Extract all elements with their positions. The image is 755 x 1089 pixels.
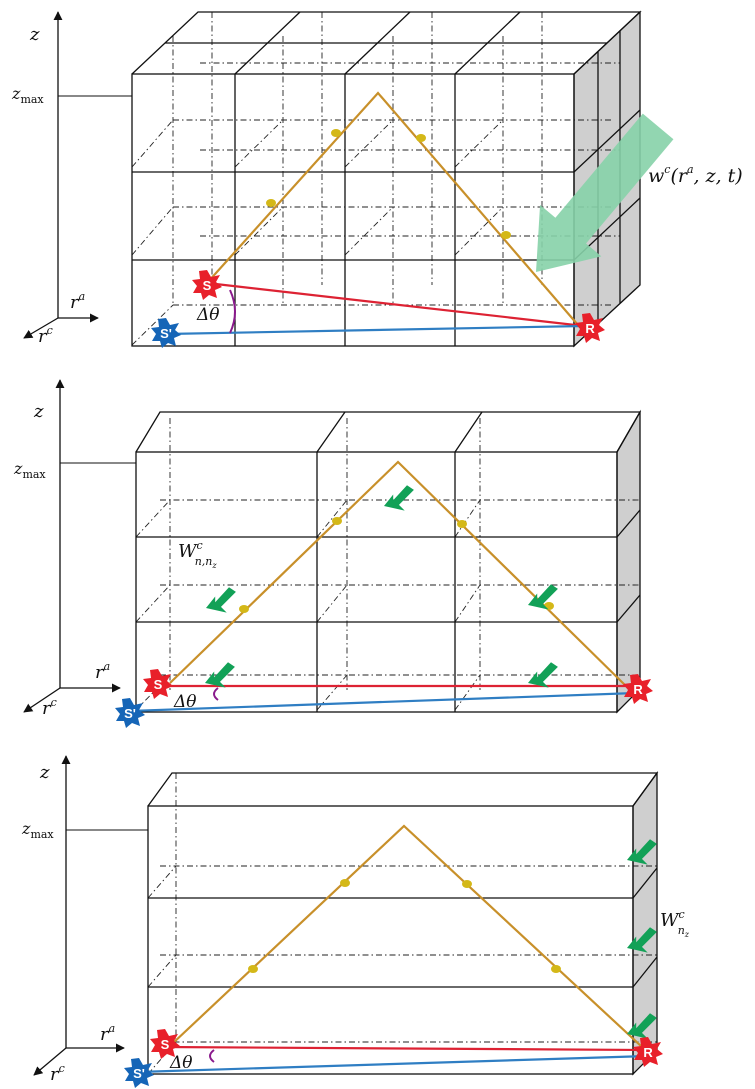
ray-path [171,824,643,1048]
axes-panel-1 [23,11,132,339]
top-face [135,411,642,453]
dtheta-label: Δθ [173,692,197,712]
ra-axis-label: ra [100,1022,115,1045]
panel-2: z ra rc zmax [13,379,653,728]
image-path [129,691,637,713]
receiver-marker: R [575,313,605,343]
hidden-grid-lines [147,773,657,1075]
dtheta-label: Δθ [196,305,220,325]
image-source-marker: S' [151,318,181,348]
svg-text:S: S [203,278,212,293]
rc-axis [23,317,59,339]
front-grid [135,451,618,713]
receiver-marker: R [633,1037,663,1067]
svg-text:S: S [154,677,163,692]
z-axis-label: z [33,401,44,422]
svg-text:R: R [585,321,595,336]
ra-axis-label: ra [70,290,85,313]
panel-1: z ra rc zmax [11,10,743,348]
axes-panel-3 [33,755,148,1076]
image-path [165,324,585,336]
side-face [616,409,641,714]
wind-arrow-cell [206,587,236,613]
source-marker: S [150,1029,180,1059]
wind-arrow-cell [528,662,558,688]
rc-axis-label: rc [50,1062,65,1085]
dtheta-arc [229,289,236,334]
zmax-label: zmax [13,459,46,481]
ray-points [266,129,511,239]
image-path [137,1054,649,1074]
wind-arrow-cell [384,485,414,511]
dtheta-arc [213,687,219,701]
direct-path [206,281,585,328]
hidden-grid-lines [131,12,620,346]
wind-arrow-layer [627,927,657,953]
grid-box-panel-1 [131,10,642,348]
panel-3: z ra rc zmax [21,755,690,1088]
wind-label: wc(ra, z, t) [648,163,743,187]
image-source-marker: S' [124,1058,154,1088]
ray-points [248,879,561,973]
svg-text:S': S' [124,706,136,721]
dtheta-arc [209,1049,215,1063]
z-axis-label: z [29,24,40,45]
dtheta-label: Δθ [169,1053,193,1073]
rc-axis [33,1047,67,1076]
wind-arrows [205,485,558,688]
wind-arrow [536,113,674,272]
svg-text:S: S [161,1037,170,1052]
side-divisions [616,509,641,623]
wind-arrow-layer [627,839,657,865]
z-axis-label: z [39,762,50,783]
svg-text:S': S' [133,1066,145,1081]
side-divisions [632,867,658,988]
source-marker: S [143,669,173,699]
ray-points [239,517,554,613]
direct-path [161,1045,649,1052]
ra-axis-label: ra [95,660,110,683]
source-marker: S [192,270,222,300]
rc-axis [23,687,61,713]
svg-text:R: R [643,1045,653,1060]
top-face [131,11,642,75]
rc-axis-label: rc [42,696,57,719]
image-source-marker: S' [115,698,145,728]
receiver-marker: R [623,674,653,704]
axes-panel-2 [23,379,136,713]
zmax-label: zmax [11,84,44,106]
front-grid [147,805,634,1075]
grid-box-panel-3 [147,771,659,1076]
wind-arrow-cell [205,662,235,688]
svg-text:R: R [633,682,643,697]
svg-text:S': S' [160,326,172,341]
ray-path [206,91,579,326]
zmax-label: zmax [21,819,54,841]
wind-arrows [627,839,657,1039]
wind-arrow-cell [528,584,558,610]
top-face [147,772,659,807]
wind-arrow-layer [627,1013,657,1039]
rc-axis-label: rc [38,324,53,347]
